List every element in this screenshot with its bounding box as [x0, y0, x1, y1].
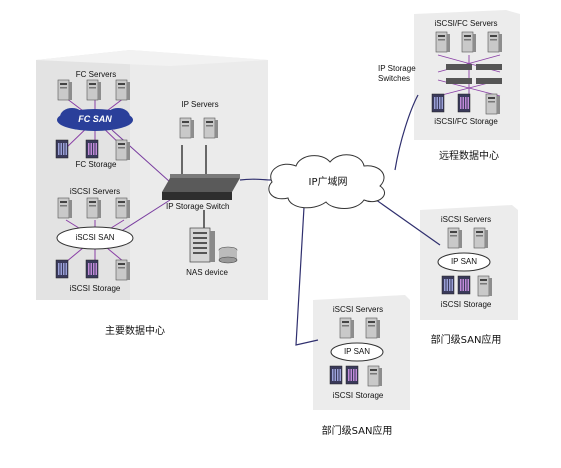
dept-bottom-storage-label: iSCSI Storage	[332, 391, 384, 400]
fc-storage-label: FC Storage	[75, 160, 117, 169]
dept-right-ipsan-label: IP SAN	[450, 257, 478, 266]
wan-cloud	[268, 154, 386, 209]
remote-storage-icon	[457, 93, 471, 113]
dept-right-servers-label: iSCSI Servers	[440, 215, 492, 224]
dept-right-ipsan-cloud	[437, 252, 491, 272]
nas-device-icon	[189, 227, 238, 264]
fc-san-label: FC SAN	[78, 114, 112, 124]
fc-server-icon	[57, 79, 72, 101]
devices	[55, 31, 502, 387]
dept-right-storage-icon	[457, 275, 471, 295]
remote-switches	[446, 64, 502, 84]
fc-storage-icon	[85, 139, 99, 159]
fc-storage-icon	[55, 139, 69, 159]
nas-device-label: NAS device	[186, 268, 228, 277]
dept-bottom-ipsan-cloud	[330, 342, 384, 362]
dept-bottom-caption: 部门级SAN应用	[321, 426, 393, 437]
iscsi-storage-icon	[85, 259, 99, 279]
dept-bottom-storage-icon	[367, 365, 382, 387]
remote-server-icon	[435, 31, 450, 53]
dept-right-caption: 部门级SAN应用	[430, 335, 502, 346]
fc-servers-label: FC Servers	[75, 70, 117, 79]
dept-bottom-storage-icon	[345, 365, 359, 385]
iscsi-storage-label: iSCSI Storage	[69, 284, 121, 293]
ip-servers-label: IP Servers	[181, 100, 219, 109]
fc-server-icon	[115, 79, 130, 101]
iscsi-server-icon	[115, 197, 130, 219]
remote-storage-icon	[431, 93, 445, 113]
remote-servers-label: iSCSI/FC Servers	[434, 19, 498, 28]
wan-label: IP广域网	[308, 177, 348, 188]
ip-storage-switch-label: IP Storage Switch	[166, 202, 230, 211]
main-dc-links	[111, 129, 207, 233]
dept-bottom-server-icon	[365, 317, 380, 339]
iscsi-storage-icon	[115, 259, 130, 281]
dept-bottom-storage-icon	[329, 365, 343, 385]
remote-server-icon	[461, 31, 476, 53]
iscsi-storage-icon	[55, 259, 69, 279]
remote-storage-icon	[485, 93, 500, 115]
ip-server-icon	[203, 117, 218, 139]
fc-server-icon	[86, 79, 101, 101]
remote-storage-label: iSCSI/FC Storage	[434, 117, 498, 126]
main-datacenter-caption: 主要数据中心	[105, 326, 165, 337]
fc-storage-icon	[115, 139, 130, 161]
dept-right-storage-icon	[477, 275, 492, 297]
remote-switches-label-1: IP Storage	[378, 64, 416, 73]
iscsi-server-icon	[57, 197, 72, 219]
iscsi-san-cloud	[56, 226, 134, 250]
iscsi-servers-label: iSCSI Servers	[69, 187, 121, 196]
ip-server-icon	[179, 117, 194, 139]
remote-switches-label-2: Switches	[378, 74, 411, 83]
ip-storage-switch	[162, 174, 240, 200]
dept-bottom-server-icon	[339, 317, 354, 339]
remote-datacenter-caption: 远程数据中心	[439, 151, 499, 162]
dept-right-server-icon	[447, 227, 462, 249]
dept-right-storage-icon	[441, 275, 455, 295]
dept-right-server-icon	[473, 227, 488, 249]
dept-bottom-servers-label: iSCSI Servers	[332, 305, 384, 314]
fc-san-cloud	[57, 108, 133, 131]
iscsi-server-icon	[86, 197, 101, 219]
iscsi-san-label: iSCSI SAN	[75, 233, 115, 242]
dept-right-storage-label: iSCSI Storage	[440, 300, 492, 309]
dept-bottom-ipsan-label: IP SAN	[343, 347, 371, 356]
remote-server-icon	[487, 31, 502, 53]
